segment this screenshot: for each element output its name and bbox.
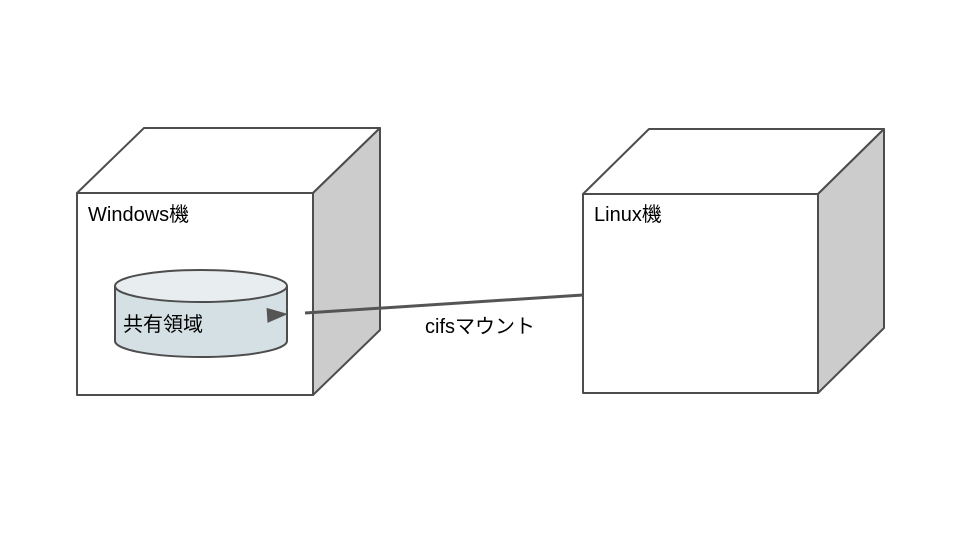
arrow-head-icon: [266, 307, 288, 323]
cylinder-top: [114, 269, 288, 303]
arrow-shaft: [304, 293, 584, 315]
linux-box-front-face: [582, 193, 819, 394]
cifs-mount-edge-label: cifsマウント: [425, 316, 535, 338]
cifs-mount-arrow: cifsマウント: [266, 293, 584, 338]
linux-box-label: Linux機: [594, 203, 662, 226]
windows-box-label: Windows機: [88, 203, 189, 226]
windows-machine-node: Windows機: [76, 127, 381, 396]
shared-area-cylinder: 共有領域: [114, 269, 288, 358]
cylinder-body: [114, 286, 288, 358]
linux-machine-node: Linux機: [582, 128, 885, 394]
shared-area-label: 共有領域: [123, 313, 203, 336]
